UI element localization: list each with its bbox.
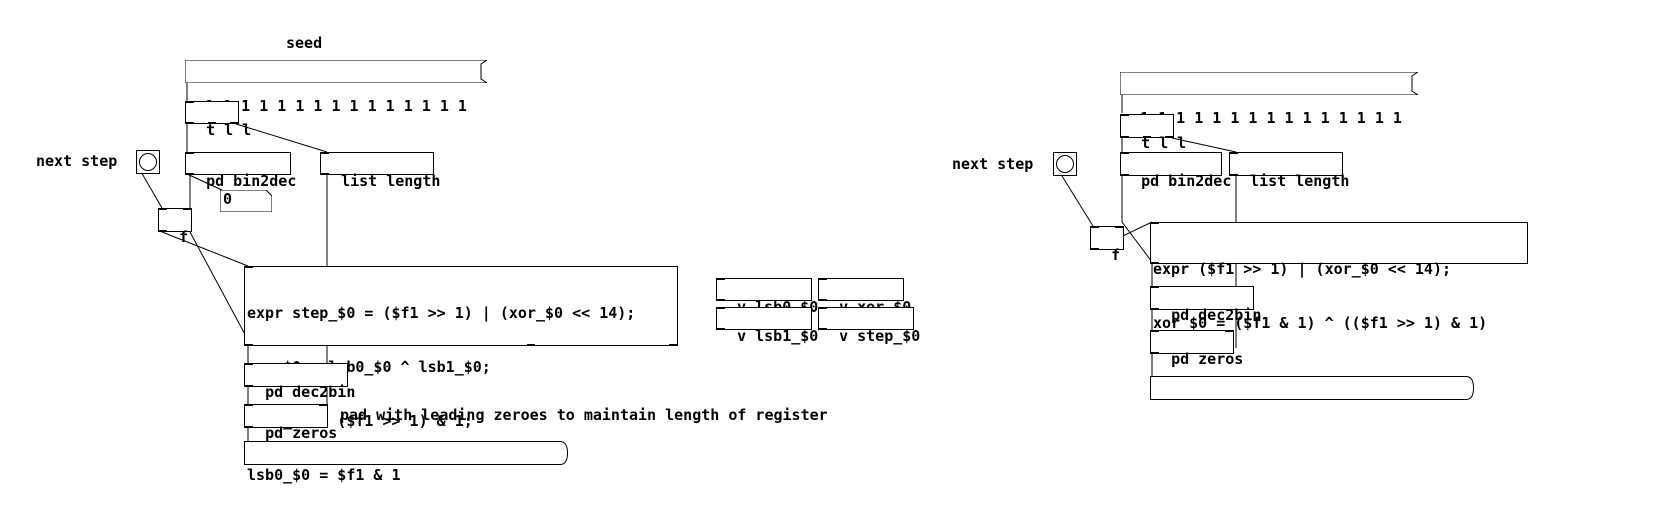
v-lsb1-object[interactable]: v lsb1_$0 — [716, 307, 818, 345]
float-object[interactable]: f — [158, 208, 192, 246]
right-expr-line-2: xor_$0 = ($f1 & 1) ^ (($f1 >> 1) & 1) — [1153, 314, 1488, 332]
pad-comment: pad with leading zeroes to maintain leng… — [340, 406, 828, 424]
expr-line-4: lsb0_$0 = $f1 & 1 — [247, 466, 401, 484]
bin2dec-object[interactable]: pd bin2dec — [185, 152, 296, 190]
trigger-object[interactable]: t l l — [185, 101, 251, 139]
number-box[interactable]: 0 — [220, 190, 272, 212]
next-step-label: next step — [36, 152, 118, 170]
right-next-step-bang[interactable] — [1053, 152, 1077, 176]
v-lsb0-object[interactable]: v lsb0_$0 — [716, 278, 818, 316]
right-float-object[interactable]: f — [1090, 226, 1124, 264]
right-expr-line-1: expr ($f1 >> 1) | (xor_$0 << 14); — [1153, 260, 1452, 278]
right-list-length-object[interactable]: list length — [1229, 152, 1349, 190]
right-next-step-label: next step — [952, 155, 1034, 173]
v-step-object[interactable]: v step_$0 — [818, 307, 920, 345]
right-trigger-object[interactable]: t l l — [1120, 114, 1186, 152]
expr-object[interactable]: expr step_$0 = ($f1 >> 1) | (xor_$0 << 1… — [244, 266, 678, 484]
right-expr-object[interactable]: expr ($f1 >> 1) | (xor_$0 << 14); xor_$0… — [1150, 222, 1528, 332]
list-length-object[interactable]: list length — [320, 152, 440, 190]
right-dec2bin-object[interactable]: pd dec2bin — [1150, 286, 1261, 324]
right-seed-list-message[interactable]: 1 1 1 1 1 1 1 1 1 1 1 1 1 1 1 — [1120, 72, 1418, 127]
expr-line-1: expr step_$0 = ($f1 >> 1) | (xor_$0 << 1… — [247, 304, 636, 322]
seed-label: seed — [286, 34, 323, 52]
zeros-object[interactable]: pd zeros — [244, 404, 337, 442]
right-zeros-object[interactable]: pd zeros — [1150, 330, 1243, 368]
v-xor-object[interactable]: v xor_$0 — [818, 278, 911, 316]
output-list-message[interactable] — [244, 441, 568, 465]
right-bin2dec-object[interactable]: pd bin2dec — [1120, 152, 1231, 190]
seed-list-message[interactable]: 1 1 1 1 1 1 1 1 1 1 1 1 1 1 1 — [185, 60, 487, 115]
dec2bin-object[interactable]: pd dec2bin — [244, 363, 355, 401]
right-output-list-message[interactable] — [1150, 376, 1474, 400]
next-step-bang[interactable] — [136, 150, 160, 174]
